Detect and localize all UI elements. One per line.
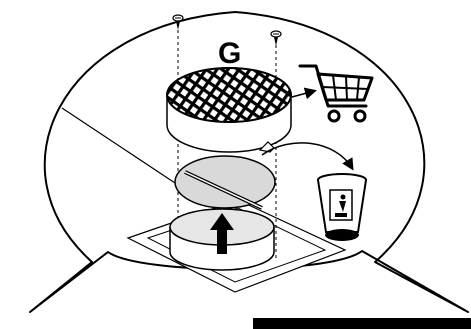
step-label: G	[218, 37, 241, 70]
edge-bar	[253, 318, 471, 329]
trash-bin-icon	[318, 174, 366, 241]
filter-grille-icon	[167, 68, 291, 152]
old-filter-disc	[175, 156, 275, 208]
